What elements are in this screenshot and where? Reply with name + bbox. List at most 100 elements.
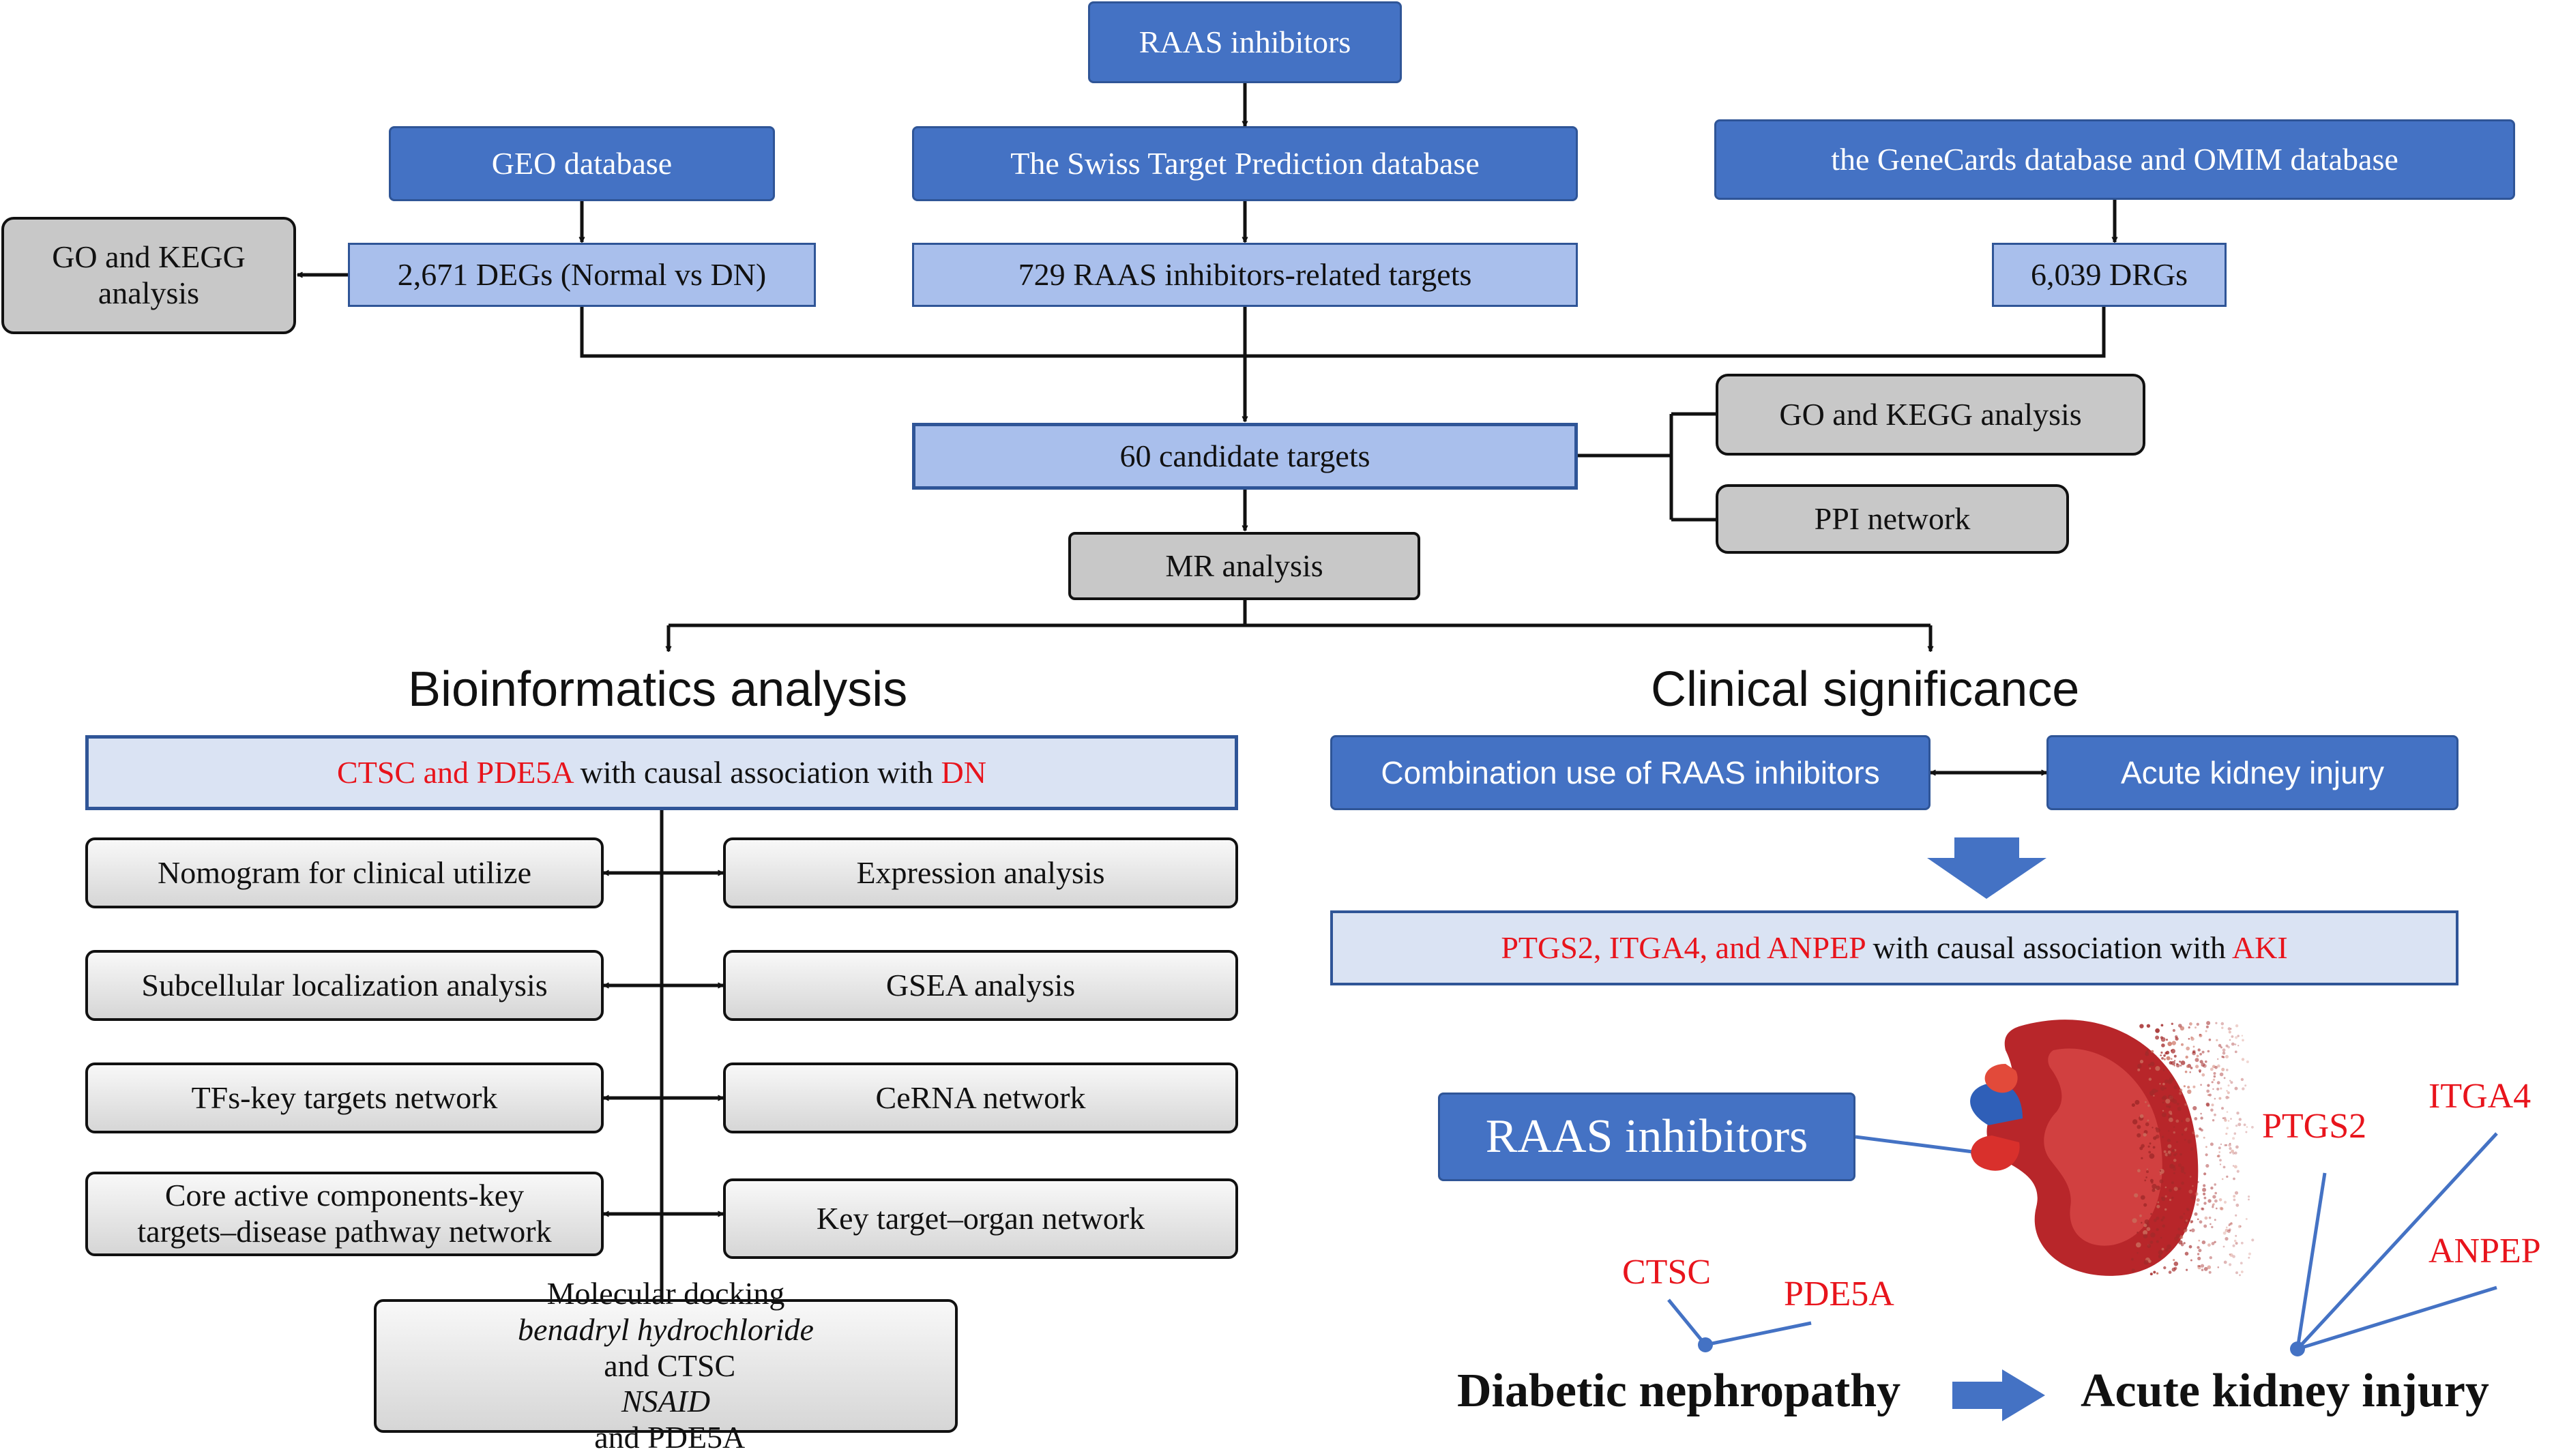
particle (2162, 1069, 2165, 1071)
particle (2191, 1228, 2195, 1232)
particle (2235, 1125, 2238, 1127)
particle (2237, 1123, 2242, 1127)
particle (2164, 1208, 2167, 1211)
particle (2235, 1024, 2239, 1028)
particle (2149, 1142, 2152, 1145)
dot-aki-genes (2290, 1341, 2305, 1356)
particle (2233, 1198, 2236, 1202)
particle (2188, 1189, 2193, 1194)
particle (2146, 1168, 2148, 1170)
particle (2157, 1201, 2160, 1204)
particle (2207, 1084, 2210, 1087)
particle (2187, 1208, 2190, 1212)
particle (2248, 1195, 2250, 1198)
particle (2185, 1127, 2188, 1129)
bio-banner-middle: with causal association with (572, 754, 941, 790)
particle (2210, 1223, 2212, 1225)
dispersing-particles (2131, 1021, 2255, 1277)
particle (2220, 1143, 2222, 1146)
particle (2197, 1048, 2201, 1052)
particle (2175, 1119, 2179, 1123)
particle (2137, 1125, 2141, 1129)
particle (2189, 1176, 2192, 1178)
particle (2156, 1090, 2158, 1093)
clinical-heading: Clinical significance (1651, 662, 2080, 717)
particle (2242, 1039, 2244, 1042)
particle (2237, 1225, 2242, 1228)
particle (2200, 1112, 2202, 1115)
particle (2155, 1134, 2160, 1139)
particle (2187, 1219, 2190, 1222)
docking-title: Molecular docking (546, 1275, 785, 1311)
particle (2171, 1149, 2175, 1153)
particle (2180, 1060, 2186, 1065)
particle (2229, 1253, 2231, 1256)
particle (2217, 1266, 2220, 1268)
particle (2162, 1082, 2165, 1086)
particle (2160, 1236, 2162, 1239)
particle (2229, 1151, 2231, 1154)
particle (2149, 1061, 2155, 1067)
particle (2153, 1095, 2155, 1097)
particle (2197, 1256, 2201, 1260)
particle (2251, 1126, 2254, 1129)
particle (2229, 1263, 2232, 1266)
particle (2222, 1051, 2226, 1055)
particle (2240, 1241, 2244, 1245)
particle (2189, 1022, 2192, 1026)
particle (2161, 1135, 2164, 1138)
particle (2221, 1026, 2224, 1029)
particle (2234, 1086, 2238, 1090)
particle (2167, 1079, 2173, 1084)
docking-drug1: benadryl hydrochloride (518, 1311, 814, 1347)
clinical-banner-text: PTGS2, ITGA4, and ANPEP with causal asso… (1501, 930, 2287, 966)
particle (2155, 1035, 2160, 1040)
particle (2213, 1075, 2216, 1078)
particle (2210, 1186, 2214, 1190)
particle (2235, 1234, 2237, 1237)
particle (2221, 1107, 2224, 1110)
particle (2199, 1060, 2203, 1064)
go-kegg-left-text: GO and KEGG analysis (52, 239, 246, 310)
particle (2208, 1216, 2212, 1219)
particle (2147, 1244, 2152, 1249)
particle (2219, 1163, 2222, 1165)
particle (2156, 1216, 2160, 1220)
particle (2148, 1078, 2152, 1081)
particle (2199, 1220, 2203, 1224)
particle (2164, 1079, 2169, 1084)
clinical-banner-disease: AKI (2231, 930, 2288, 965)
particle (2212, 1204, 2214, 1206)
particle (2149, 1178, 2154, 1183)
raas-kidney-link (1855, 1135, 1979, 1155)
particle (2194, 1117, 2198, 1120)
particle (2143, 1223, 2147, 1228)
particle (2164, 1186, 2167, 1189)
particle (2203, 1192, 2206, 1195)
particle (2150, 1232, 2156, 1238)
particle (2186, 1268, 2188, 1271)
particle (2137, 1133, 2141, 1138)
particle (2214, 1113, 2216, 1116)
particle (2203, 1136, 2205, 1139)
particle (2183, 1229, 2187, 1233)
particle (2231, 1035, 2234, 1038)
particle (2243, 1123, 2246, 1127)
big-down-arrow (1927, 837, 2046, 899)
particle (2240, 1262, 2243, 1265)
mr-analysis-box: MR analysis (1068, 532, 1420, 600)
raas-inhibitors-illustration-box: RAAS inhibitors (1438, 1093, 1855, 1181)
particle (2184, 1138, 2186, 1141)
particle (2195, 1058, 2199, 1063)
particle (2236, 1112, 2240, 1115)
particle (2224, 1144, 2227, 1146)
particle (2188, 1026, 2190, 1029)
particle (2172, 1028, 2175, 1032)
particle (2197, 1218, 2199, 1221)
particle (2223, 1077, 2226, 1080)
particle (2185, 1055, 2188, 1059)
particle (2221, 1178, 2224, 1180)
particle (2190, 1067, 2193, 1069)
particle (2233, 1195, 2236, 1198)
particle (2220, 1022, 2225, 1026)
